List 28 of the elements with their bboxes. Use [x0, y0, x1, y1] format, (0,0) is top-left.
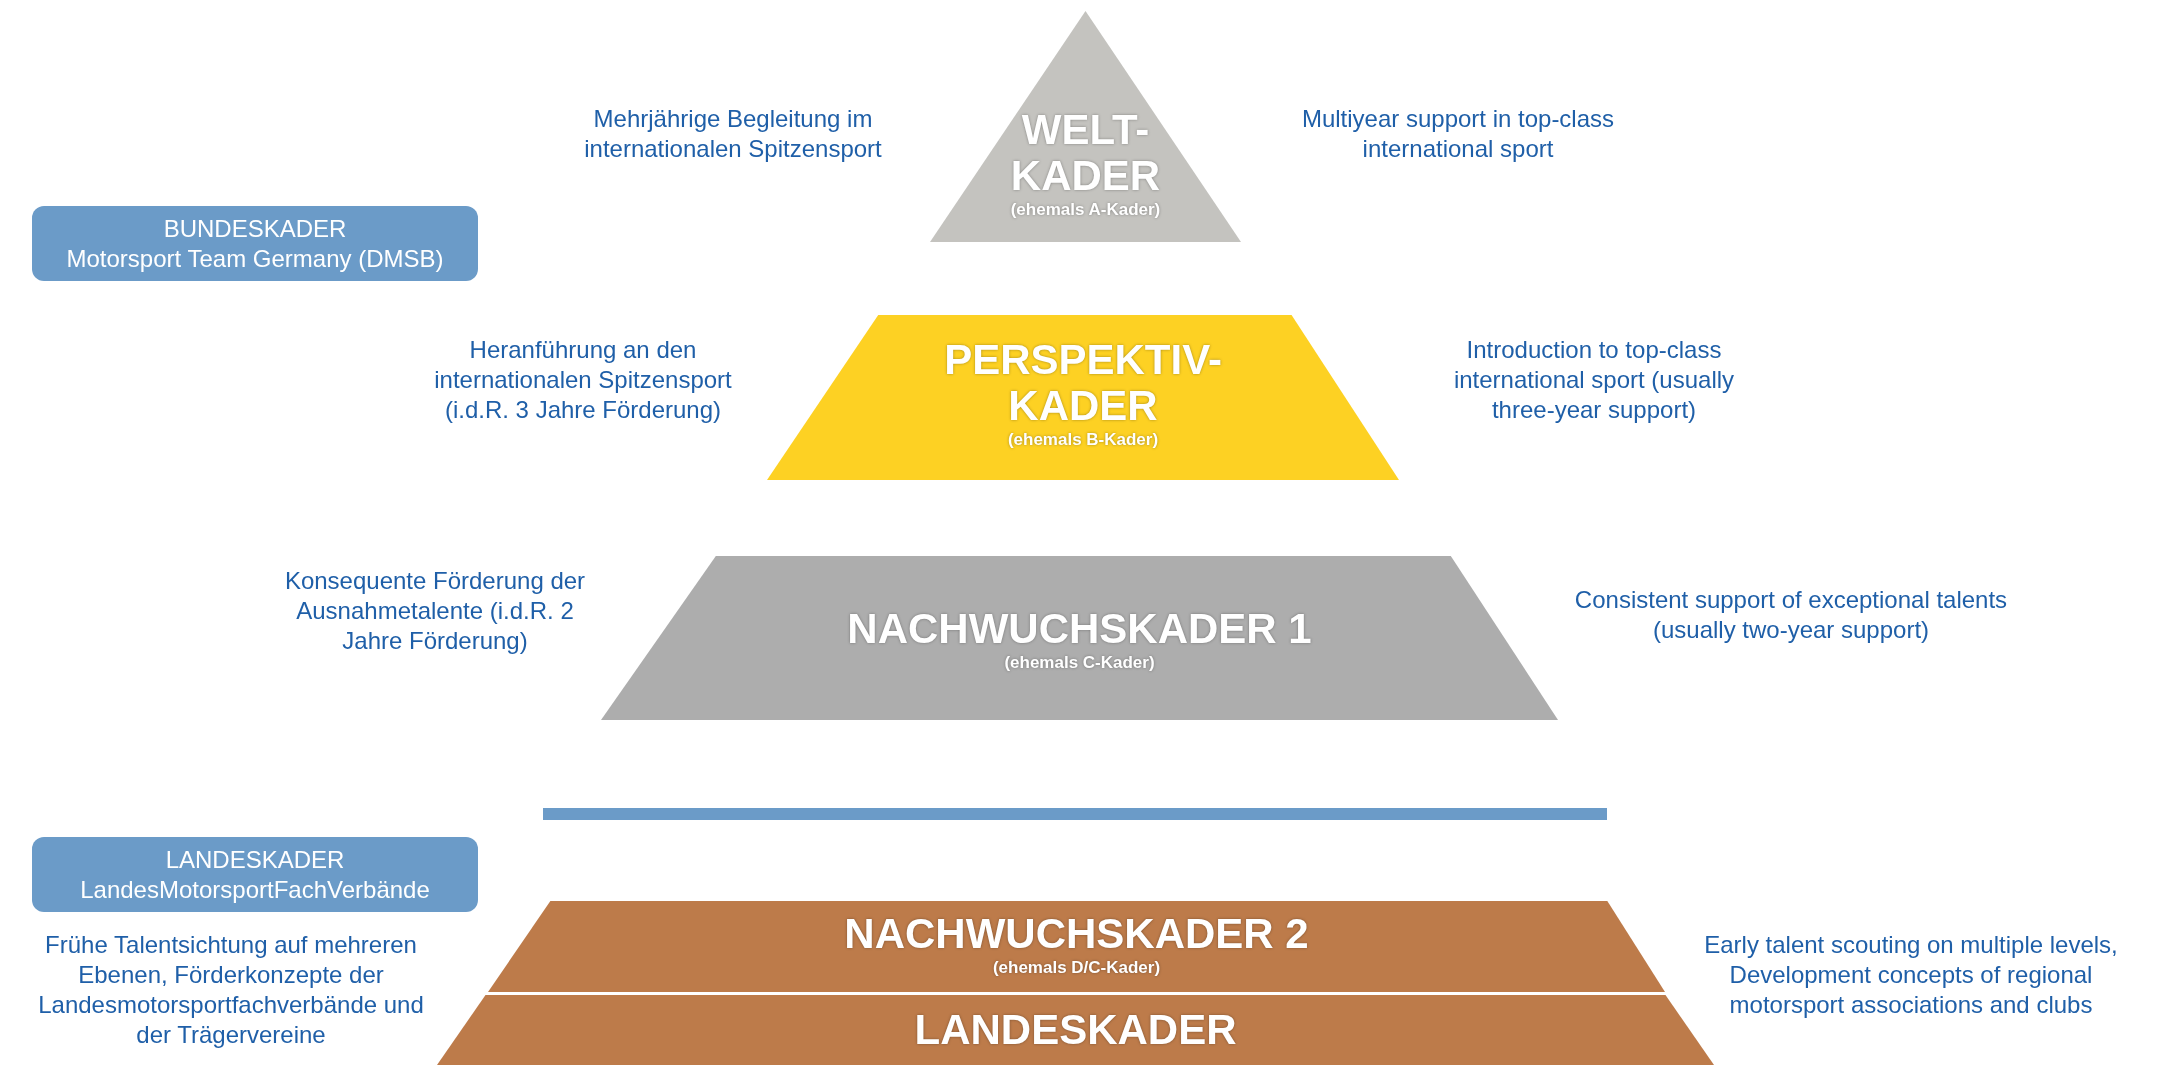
tier-subtitle: (ehemals D/C-Kader) [991, 957, 1162, 979]
side-note: Konsequente Förderung der Ausnahmetalente (i.d.R. 2 Jahre Förderung) [283, 566, 587, 656]
tag-heading: LANDESKADER [164, 844, 346, 875]
tier-subtitle: (ehemals C-Kader) [1003, 652, 1156, 674]
tier-subtitle: (ehemals A-Kader) [1009, 199, 1162, 221]
side-note: Early talent scouting on multiple levels, Development concepts of regional motorsport associations and clubs [1703, 930, 2119, 1020]
pyramid-triangle [930, 11, 1241, 242]
side-note: Frühe Talentsichtung auf mehreren Ebenen, Förderkonzepte der Landesmotorsportfachverbände und der Trägervereine [37, 930, 425, 1050]
tier-title: NACHWUCHSKADER 2 [843, 911, 1310, 957]
side-note: Mehrjährige Begleitung im internationalen Spitzensport [583, 104, 883, 164]
pyramid-tier [767, 315, 1399, 480]
side-note: Introduction to top-class international sport (usually three-year support) [1452, 335, 1736, 425]
level-tag [32, 837, 478, 912]
tier-title: NACHWUCHSKADER 1 [846, 606, 1313, 652]
tier-title: PERSPEKTIV- KADER [943, 337, 1223, 429]
side-note: Multiyear support in top-class international sport [1300, 104, 1616, 164]
pyramid-tier [488, 901, 1665, 992]
pyramid-tier [437, 995, 1714, 1065]
tier-title: LANDESKADER [913, 1007, 1238, 1053]
tier-subtitle: (ehemals B-Kader) [1006, 429, 1160, 451]
level-tag [32, 206, 478, 281]
pyramid-tier [601, 556, 1558, 720]
tag-subtitle: Motorsport Team Germany (DMSB) [65, 243, 445, 274]
side-note: Consistent support of exceptional talents (usually two-year support) [1573, 585, 2009, 645]
tag-heading: BUNDESKADER [162, 213, 348, 244]
side-note: Heranführung an den internationalen Spitzensport (i.d.R. 3 Jahre Förderung) [433, 335, 733, 425]
tag-subtitle: LandesMotorsportFachVerbände [79, 874, 431, 905]
tier-title: WELT- KADER [1009, 107, 1162, 199]
